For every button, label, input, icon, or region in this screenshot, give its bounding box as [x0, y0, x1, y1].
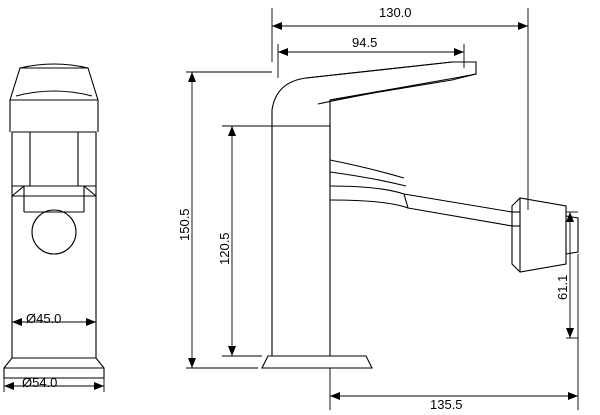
- dimension-label-overall-width: 130.0: [379, 5, 412, 20]
- dimension-label-spout-width: 94.5: [352, 35, 378, 50]
- dimension-label-base-depth: 135.5: [430, 397, 463, 412]
- front-view-geometry: [3, 63, 105, 379]
- dimension-label-spout-height: 61.1: [555, 274, 570, 300]
- dimension-lines: [3, 8, 579, 410]
- dimension-label-base-diameter: Ø54.0: [22, 375, 58, 390]
- dimension-label-body-height: 120.5: [217, 232, 232, 265]
- side-view-geometry: [261, 61, 579, 369]
- dimension-label-body-diameter: Ø45.0: [26, 311, 62, 326]
- dimension-label-overall-height: 150.5: [177, 208, 192, 241]
